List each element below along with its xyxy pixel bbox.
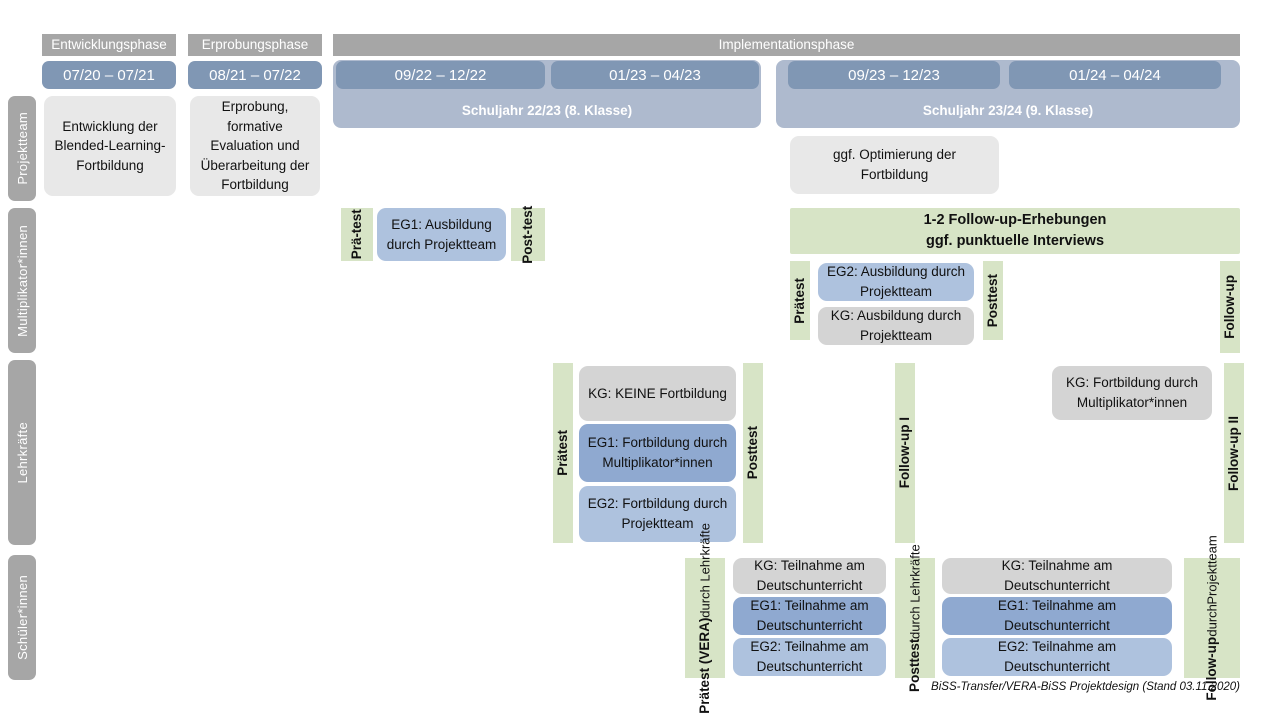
- multiplikatoren-followup-banner: 1-2 Follow-up-Erhebungen ggf. punktuelle…: [790, 208, 1240, 254]
- period-chip-0821-0722: 08/21 – 07/22: [188, 61, 322, 89]
- phase-label: Implementationsphase: [718, 36, 855, 52]
- lehrkraefte-posttest: Posttest: [743, 363, 763, 543]
- school-year-text: Schuljahr 22/23 (8. Klasse): [461, 102, 633, 118]
- row-label-projektteam: Projektteam: [8, 96, 36, 201]
- schueler-eg1-1-box: EG1: Teilnahme am Deutschunterricht: [733, 597, 886, 635]
- period-label: 01/23 – 04/23: [609, 66, 701, 84]
- schueler-kg-1-box: KG: Teilnahme am Deutschunterricht: [733, 558, 886, 594]
- schueler-posttest: Posttest durch Lehrkräfte: [895, 544, 935, 692]
- multiplikatoren-posttest-2: Posttest: [983, 261, 1003, 340]
- followup-vertical-label: Follow-up durch Projektteam: [1203, 535, 1220, 701]
- lehrkraefte-praetest: Prätest: [553, 363, 573, 543]
- multiplikatoren-praetest-2: Prätest: [790, 261, 810, 340]
- multiplikatoren-eg2-box: EG2: Ausbildung durch Projektteam: [818, 263, 974, 301]
- lehrkraefte-kg-2-box: KG: Fortbildung durch Multiplikator*inne…: [1052, 366, 1212, 420]
- school-year-label-2324: Schuljahr 23/24 (9. Klasse): [776, 96, 1240, 124]
- phase-bar-entwicklungsphase: Entwicklungsphase: [42, 34, 176, 56]
- period-chip-0923-1223: 09/23 – 12/23: [788, 61, 1000, 89]
- phase-bar-erprobungsphase: Erprobungsphase: [188, 34, 322, 56]
- schueler-eg2-1-box: EG2: Teilnahme am Deutschunterricht: [733, 638, 886, 676]
- lehrkraefte-followup-1: Follow-up I: [895, 363, 915, 543]
- row-label-lehrkraefte: Lehrkräfte: [8, 360, 36, 545]
- projektteam-entwicklung-box: Entwicklung der Blended-Learning-Fortbil…: [44, 96, 176, 196]
- period-label: 08/21 – 07/22: [209, 66, 301, 84]
- row-label-schuelerinnen: Schüler*innen: [8, 555, 36, 680]
- school-year-label-2223: Schuljahr 22/23 (8. Klasse): [333, 96, 761, 124]
- school-year-text: Schuljahr 23/24 (9. Klasse): [922, 102, 1094, 118]
- lehrkraefte-kg-box: KG: KEINE Fortbildung: [579, 366, 736, 421]
- footer-credit: BiSS-Transfer/VERA-BiSS Projektdesign (S…: [931, 681, 1240, 693]
- row-label-multiplikatorinnen: Multiplikator*innen: [8, 208, 36, 353]
- period-chip-0922-1222: 09/22 – 12/22: [336, 61, 545, 89]
- period-label: 09/22 – 12/22: [394, 66, 487, 84]
- phase-label: Erprobungsphase: [201, 36, 309, 52]
- period-label: 07/20 – 07/21: [63, 66, 155, 84]
- lehrkraefte-followup-2: Follow-up II: [1224, 363, 1244, 543]
- period-chip-0720-0721: 07/20 – 07/21: [42, 61, 176, 89]
- posttest-1-vertical-label: Post- test: [519, 205, 535, 264]
- praetest-1-vertical-label: Prä- test: [348, 209, 364, 260]
- period-chip-0124-0424: 01/24 – 04/24: [1009, 61, 1221, 89]
- multiplikatoren-praetest-1: Prä- test: [341, 208, 373, 261]
- period-label: 01/24 – 04/24: [1069, 66, 1161, 84]
- schueler-followup: Follow-up durch Projektteam: [1184, 535, 1240, 701]
- multiplikatoren-kg-box: KG: Ausbildung durch Projektteam: [818, 307, 974, 345]
- multiplikatoren-posttest-1: Post- test: [511, 205, 545, 264]
- period-label: 09/23 – 12/23: [848, 66, 940, 84]
- phase-bar-implementationsphase: Implementationsphase: [333, 34, 1240, 56]
- posttest-vertical-label: Posttest durch Lehrkräfte: [906, 544, 923, 692]
- multiplikatoren-eg1-box: EG1: Ausbildung durch Projektteam: [377, 208, 506, 261]
- period-chip-0123-0423: 01/23 – 04/23: [551, 61, 759, 89]
- projektteam-optimierung-box: ggf. Optimierung der Fortbildung: [790, 136, 999, 194]
- schueler-praetest-vera: Prätest (VERA) durch Lehrkräfte: [685, 523, 725, 713]
- schueler-eg2-2-box: EG2: Teilnahme am Deutschunterricht: [942, 638, 1172, 676]
- multiplikatoren-followup: Follow-up: [1220, 261, 1240, 353]
- phase-label: Entwicklungsphase: [51, 36, 167, 52]
- schueler-kg-2-box: KG: Teilnahme am Deutschunterricht: [942, 558, 1172, 594]
- lehrkraefte-eg1-box: EG1: Fortbildung durch Multiplikator*inn…: [579, 424, 736, 482]
- projektteam-erprobung-box: Erprobung, formative Evaluation und Über…: [190, 96, 320, 196]
- schueler-eg1-2-box: EG1: Teilnahme am Deutschunterricht: [942, 597, 1172, 635]
- lehrkraefte-eg2-box: EG2: Fortbildung durch Projektteam: [579, 486, 736, 542]
